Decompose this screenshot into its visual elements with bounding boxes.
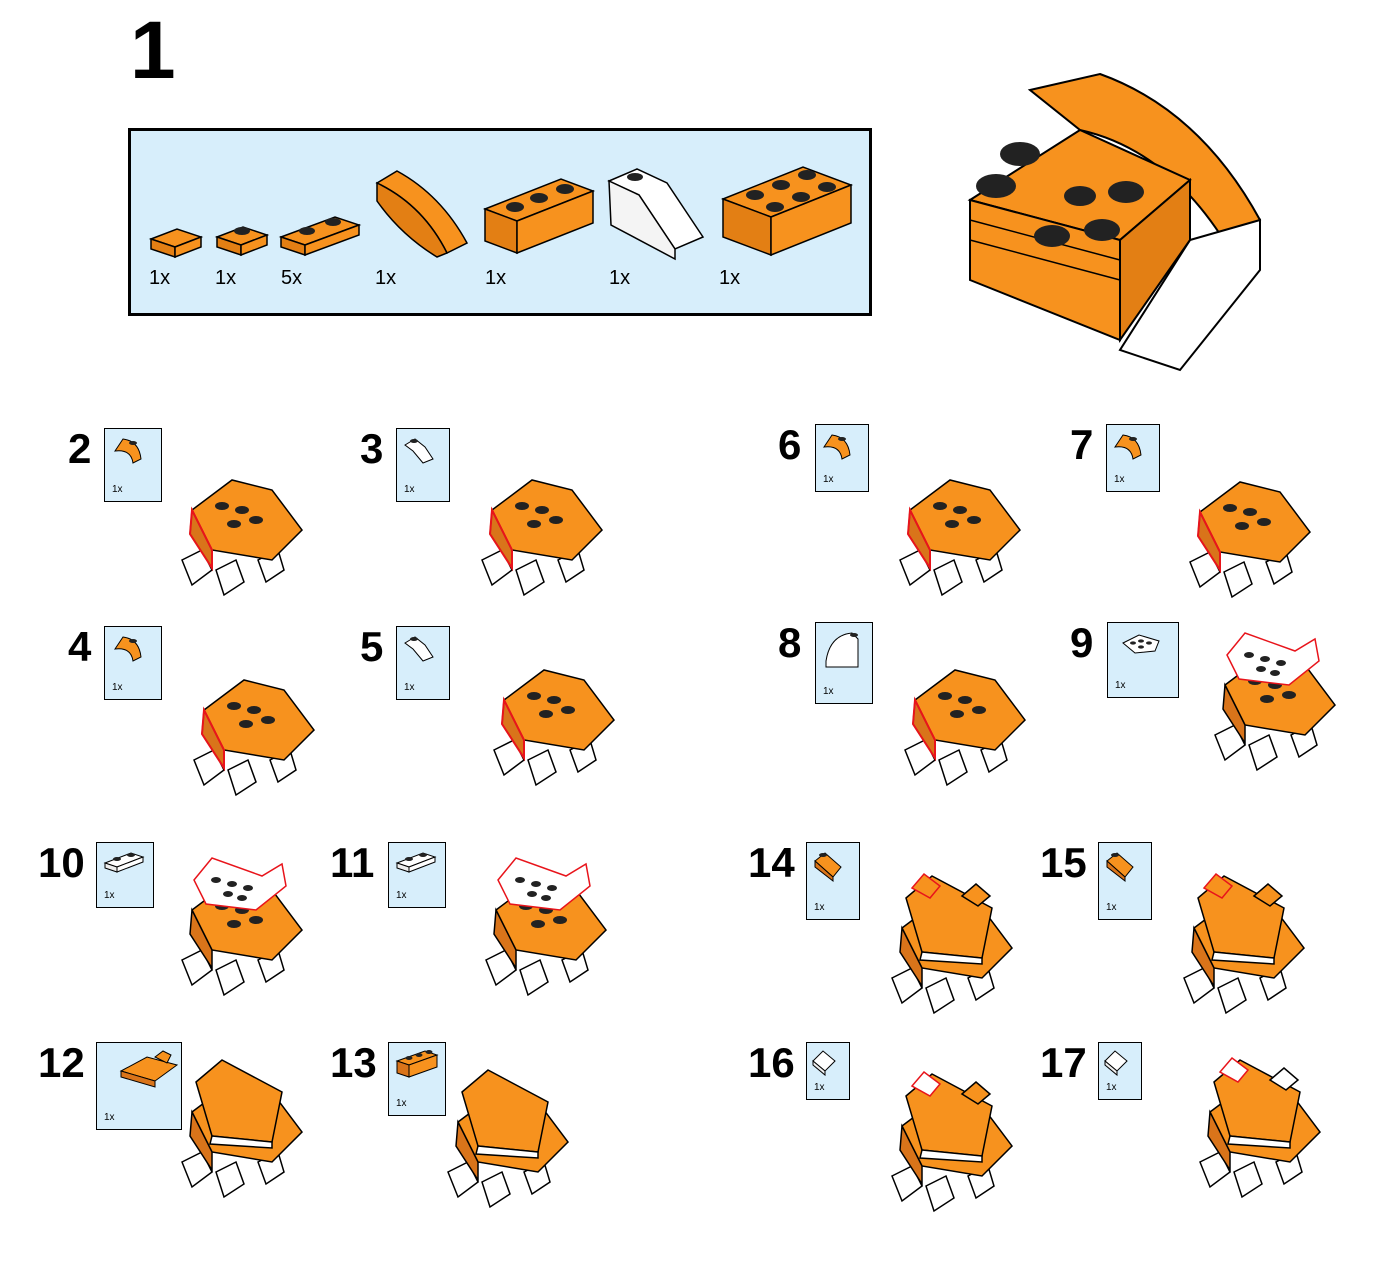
- step-part-icon: [395, 1050, 439, 1078]
- step-part-qty: 1x: [396, 1098, 407, 1109]
- step-number: 2: [68, 425, 92, 472]
- step-number: 10: [38, 839, 85, 886]
- part-tile-1x1: [148, 228, 204, 259]
- part-qty: 5x: [281, 267, 303, 289]
- step-number: 14: [748, 839, 795, 886]
- step-part-callout: 1x: [1098, 842, 1152, 920]
- step-1-assembly: [967, 72, 1262, 372]
- step-assembly-drawing: [181, 1059, 303, 1199]
- step-assembly-drawing: [891, 1070, 1013, 1213]
- step-part-callout: 1x: [396, 626, 450, 700]
- step-part-callout: 1x: [388, 1042, 446, 1116]
- part-qty: 1x: [609, 267, 631, 289]
- step-part-icon: [825, 632, 859, 668]
- step-assembly-drawing: [181, 479, 303, 597]
- step-part-qty: 1x: [1106, 902, 1117, 913]
- step-part-callout: 1x: [1106, 424, 1160, 492]
- step-assembly-drawing: [481, 479, 603, 597]
- part-qty: 1x: [215, 267, 237, 289]
- part-brick-1x3: [482, 178, 596, 255]
- part-qty: 1x: [375, 267, 397, 289]
- step-part-icon: [113, 438, 142, 464]
- step-part-callout: 1x: [388, 842, 446, 908]
- step-part-callout: 1x: [96, 842, 154, 908]
- step-number: 4: [68, 623, 92, 670]
- part-qty: 1x: [485, 267, 507, 289]
- step-part-qty: 1x: [404, 484, 415, 495]
- step-number: 11: [330, 839, 375, 886]
- step-part-callout: 1x: [396, 428, 450, 502]
- step-number: 13: [330, 1039, 377, 1086]
- step-part-icon: [1106, 852, 1134, 883]
- step-part-callout: 1x: [1098, 1042, 1142, 1100]
- step-number: 12: [38, 1039, 85, 1086]
- step-part-callout: 1x: [1107, 622, 1179, 698]
- step-part-icon: [404, 438, 434, 464]
- step-part-icon: [812, 1050, 836, 1077]
- step-part-qty: 1x: [814, 1082, 825, 1093]
- step-number: 15: [1040, 839, 1087, 886]
- step-assembly-drawing: [1189, 481, 1311, 599]
- step-part-icon: [119, 1050, 179, 1088]
- step-number: 9: [1070, 619, 1094, 666]
- step-assembly-drawing: [1199, 1056, 1321, 1199]
- step-part-icon: [1104, 1050, 1128, 1077]
- part-plate-1x2: [278, 216, 362, 257]
- step-part-icon: [395, 852, 437, 873]
- step-part-callout: 1x: [815, 622, 873, 704]
- step-part-callout: 1x: [104, 626, 162, 700]
- step-part-icon: [1113, 434, 1142, 460]
- step-part-callout: 1x: [104, 428, 162, 502]
- part-plate-1x1: [214, 226, 270, 257]
- step-assembly-drawing: [193, 679, 315, 797]
- step-part-qty: 1x: [1114, 474, 1125, 485]
- step-part-qty: 1x: [814, 902, 825, 913]
- step-part-qty: 1x: [112, 484, 123, 495]
- step-assembly-drawing: [447, 1069, 569, 1209]
- step-part-qty: 1x: [404, 682, 415, 693]
- step-part-icon: [113, 636, 142, 662]
- step-part-icon: [822, 434, 851, 460]
- step-part-qty: 1x: [112, 682, 123, 693]
- step-assembly-drawing: [493, 669, 615, 787]
- part-white-slope: [607, 168, 705, 261]
- step-part-callout: 1x: [96, 1042, 182, 1130]
- step-part-qty: 1x: [823, 686, 834, 697]
- step-part-icon: [814, 852, 842, 883]
- step-assembly-drawing: [1183, 872, 1305, 1015]
- step-assembly-drawing: [1214, 632, 1336, 772]
- step-assembly-drawing: [485, 857, 607, 997]
- part-curved-slope: [375, 170, 469, 258]
- step-part-qty: 1x: [1106, 1082, 1117, 1093]
- step-number: 7: [1070, 421, 1094, 468]
- step-part-qty: 1x: [104, 1112, 115, 1123]
- step-assembly-drawing: [891, 872, 1013, 1015]
- step-assembly-drawing: [899, 479, 1021, 597]
- step-number: 6: [778, 421, 802, 468]
- part-qty: 1x: [719, 267, 741, 289]
- step-part-qty: 1x: [104, 890, 115, 901]
- step-part-icon: [1122, 634, 1160, 654]
- step-assembly-drawing: [904, 669, 1026, 787]
- step-part-qty: 1x: [396, 890, 407, 901]
- step-part-callout: 1x: [815, 424, 869, 492]
- part-brick-2x3: [720, 166, 854, 257]
- step-number: 3: [360, 425, 384, 472]
- step-number: 8: [778, 619, 802, 666]
- step-part-callout: 1x: [806, 842, 860, 920]
- main-step-number: 1: [130, 5, 176, 96]
- parts-list-panel: 1x 1x 5x 1x 1x 1x 1x: [128, 128, 872, 316]
- step-number: 5: [360, 623, 384, 670]
- part-qty: 1x: [149, 267, 171, 289]
- step-part-qty: 1x: [1115, 680, 1126, 691]
- step-assembly-drawing: [181, 857, 303, 997]
- step-part-icon: [404, 636, 434, 662]
- step-part-qty: 1x: [823, 474, 834, 485]
- step-part-icon: [103, 852, 145, 873]
- step-number: 16: [748, 1039, 795, 1086]
- step-part-callout: 1x: [806, 1042, 850, 1100]
- step-number: 17: [1040, 1039, 1087, 1086]
